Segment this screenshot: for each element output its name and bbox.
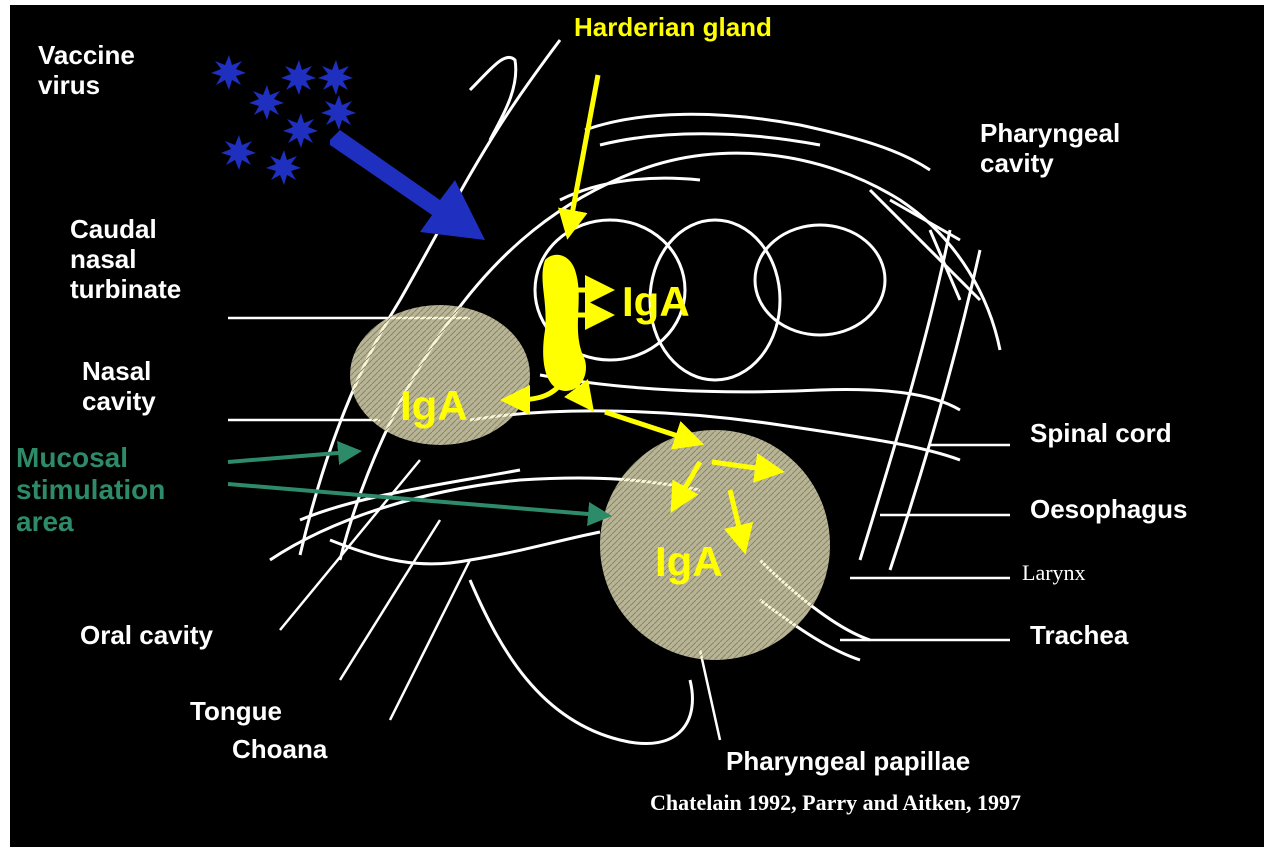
label-harderian-gland: Harderian gland xyxy=(574,12,772,42)
iga-label-3: IgA xyxy=(655,540,723,584)
label-pharyngeal-cavity: Pharyngeal cavity xyxy=(980,118,1120,178)
label-nasal-cavity: Nasal cavity xyxy=(82,356,156,416)
label-tongue: Tongue xyxy=(190,696,282,726)
iga-label-2: IgA xyxy=(400,384,468,428)
label-larynx: Larynx xyxy=(1022,558,1086,588)
label-trachea: Trachea xyxy=(1030,620,1128,650)
label-caudal-nasal-turbinate: Caudal nasal turbinate xyxy=(70,214,181,304)
label-oral-cavity: Oral cavity xyxy=(80,620,213,650)
citation: Chatelain 1992, Parry and Aitken, 1997 xyxy=(650,788,1021,818)
label-oesophagus: Oesophagus xyxy=(1030,494,1187,524)
iga-label-1: IgA xyxy=(622,280,690,324)
label-mucosal-stimulation-area: Mucosal stimulation area xyxy=(16,442,165,538)
label-spinal-cord: Spinal cord xyxy=(1030,418,1172,448)
label-pharyngeal-papillae: Pharyngeal papillae xyxy=(726,746,970,776)
label-vaccine-virus: Vaccine virus xyxy=(38,40,135,100)
vaccine-virus-particles xyxy=(211,55,356,185)
harderian-gland xyxy=(542,255,586,391)
mucosal-arrows xyxy=(228,452,600,515)
label-choana: Choana xyxy=(232,734,327,764)
vaccine-entry-arrow xyxy=(317,130,485,240)
